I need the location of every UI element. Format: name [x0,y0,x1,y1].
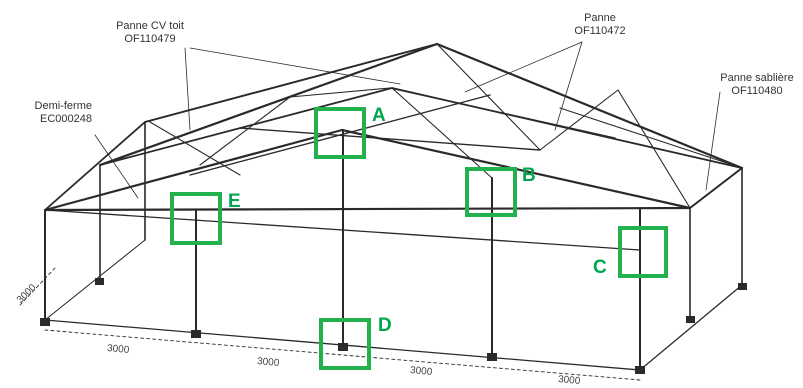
highlight-box-c [618,226,668,278]
ridge-back [98,42,439,167]
leader-panne-cv [184,47,191,131]
ridge-right-slope [435,42,744,170]
leader-panne [554,41,583,131]
brace-7 [617,89,691,209]
dimension-line-front [44,329,641,381]
base-plate-3 [338,343,348,351]
callout-c: C [593,257,607,278]
label-panne: Panne OF110472 [565,12,635,38]
base-plate-2 [191,330,201,338]
label-demi-ferme-ref: EC000248 [40,113,92,125]
brace-1 [149,121,241,176]
callout-e: E [228,191,241,212]
right-eave [689,167,743,209]
label-panne-cv-toit: Panne CV toit OF110479 [100,20,200,46]
leader-demi-ferme [94,134,139,199]
base-plate-8 [738,283,747,290]
purlin-3 [389,87,616,139]
base-plate-4 [487,353,497,361]
brace-4 [391,87,493,179]
dimension-span-1: 3000 [106,343,130,356]
front-rafter-left [43,128,344,212]
front-wall-rail [44,209,641,251]
highlight-box-b [465,167,517,217]
label-demi-ferme: Demi-ferme EC000248 [18,100,92,126]
highlight-box-a [314,107,366,159]
mid-rafter-left [99,87,393,166]
brace-8 [559,107,743,169]
dimension-span-4: 3000 [557,374,581,387]
label-panne-sabliere-ref: OF110480 [731,85,783,97]
purlin-2 [239,127,541,151]
highlight-box-d [319,318,371,370]
ground-right [639,284,743,371]
label-panne-cv-toit-ref: OF110479 [124,33,176,45]
callout-a: A [372,105,386,126]
label-panne-sabliere-name: Panne sablière [720,72,794,84]
base-plate-1 [40,318,50,326]
brace-6 [539,89,619,151]
label-panne-cv-toit-name: Panne CV toit [116,20,184,32]
brace-3 [289,87,391,98]
label-panne-ref: OF110472 [574,25,626,37]
dimension-span-2: 3000 [256,356,280,369]
leader-panne-sabliere [705,91,721,191]
front-eave [43,206,692,212]
brace-5 [436,43,541,151]
top-purlin [144,43,438,123]
leader-panne-cv-2 [189,47,401,85]
callout-d: D [378,315,392,336]
brace-2 [199,96,291,166]
label-panne-name: Panne [584,12,616,24]
label-demi-ferme-name: Demi-ferme [34,100,92,112]
tent-frame [19,41,747,381]
label-panne-sabliere: Panne sablière OF110480 [712,72,802,98]
callout-b: B [522,165,536,186]
base-plate-6 [95,278,104,285]
dimension-span-3: 3000 [409,365,433,378]
leader-panne-2 [464,41,583,93]
left-eave-purlin [44,121,146,211]
base-plate-7 [686,316,695,323]
dimension-line-side [19,267,56,306]
base-plate-5 [635,366,645,374]
highlight-box-e [170,192,222,245]
